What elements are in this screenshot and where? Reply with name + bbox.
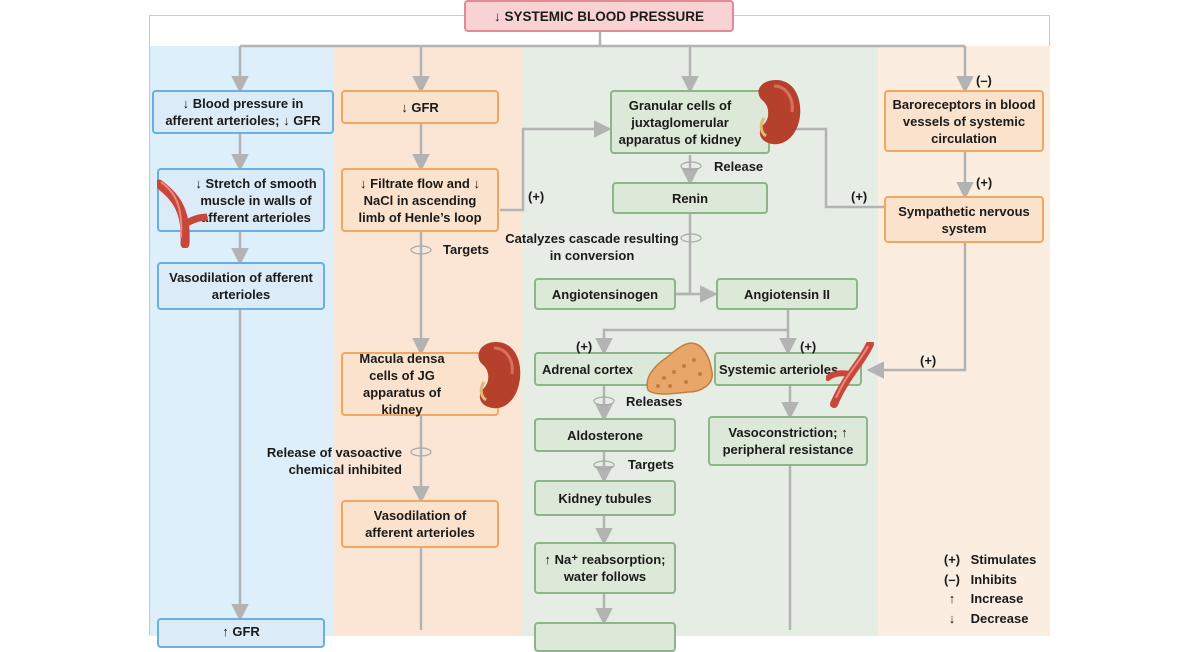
adrenal-gland-icon (646, 342, 713, 395)
legend-text: Inhibits (970, 572, 1017, 587)
stimulates-sign-peach: (+) (528, 189, 545, 204)
stimulates-sign-systemic: (+) (800, 339, 817, 354)
stretch-smooth-muscle-box: ↓ Stretch of smooth muscle in walls of a… (157, 168, 325, 232)
angiotensinogen-box: Angiotensinogen (534, 278, 676, 310)
legend-text: Decrease (970, 611, 1029, 626)
legend-symbol: ↓ (948, 611, 956, 626)
inhibits-sign-baro: (–) (976, 73, 992, 88)
vasodilation-peach-box: Vasodilation of afferent arterioles (341, 500, 499, 548)
angiotensin-ii-box: Angiotensin II (716, 278, 858, 310)
connector-arrows (231, 32, 974, 630)
gfr-decrease-box: ↓ GFR (341, 90, 499, 124)
releases-label: Releases (626, 394, 683, 409)
legend-inhibits: (–) Inhibits (940, 572, 1017, 587)
aldosterone-box: Aldosterone (534, 418, 676, 452)
legend-symbol: (+) (943, 552, 961, 567)
filtrate-flow-box: ↓ Filtrate flow and ↓ NaCl in ascending … (341, 168, 499, 232)
renin-box: Renin (612, 182, 768, 214)
legend-text: Increase (970, 591, 1024, 606)
stimulates-sign-granular: (+) (851, 189, 868, 204)
granular-cells-box: Granular cells of juxtaglomerular appara… (610, 90, 770, 154)
stimulates-sign-sympathetic: (+) (920, 353, 937, 368)
baroreceptors-box: Baroreceptors in blood vessels of system… (884, 90, 1044, 152)
systemic-arteriole-icon (826, 342, 874, 408)
catalyzes-cascade-label: Catalyzes cascade resulting in conversio… (505, 231, 679, 263)
stimulates-sign-adrenal: (+) (576, 339, 593, 354)
kidney-icon (478, 342, 521, 409)
na-reabsorption-box: ↑ Na⁺ reabsorption; water follows (534, 542, 676, 594)
release-inhibited-label: Release of vasoactive chemical inhibited (266, 445, 402, 477)
targets-label-peach: Targets (443, 242, 489, 257)
legend-symbol: ↑ (948, 591, 956, 606)
stimulates-sign-symp: (+) (976, 175, 993, 190)
title-box: ↓ SYSTEMIC BLOOD PRESSURE (464, 0, 734, 32)
release-label: Release (714, 159, 764, 174)
legend-stimulates: (+) Stimulates (940, 552, 1037, 567)
panel-myogenic (150, 46, 334, 636)
gfr-increase-box: ↑ GFR (157, 618, 325, 648)
legend-text: Stimulates (970, 552, 1037, 567)
next-step-box (534, 622, 676, 652)
vasoconstriction-box: Vasoconstriction; ↑ peripheral resistanc… (708, 416, 868, 466)
sympathetic-nervous-system-box: Sympathetic nervous system (884, 196, 1044, 243)
kidney-tubules-box: Kidney tubules (534, 480, 676, 516)
legend-increase: ↑ Increase (940, 591, 1024, 606)
targets-label-green: Targets (628, 457, 674, 472)
vasodilation-blue-box: Vasodilation of afferent arterioles (157, 262, 325, 310)
afferent-arteriole-icon (157, 179, 207, 248)
legend-decrease: ↓ Decrease (940, 611, 1029, 626)
legend-symbol: (–) (944, 572, 960, 587)
systemic-arterioles-box: Systemic arterioles (714, 352, 862, 386)
blood-pressure-afferent-box: ↓ Blood pressure in afferent arterioles;… (152, 90, 334, 134)
kidney-icon-granular (758, 80, 801, 145)
macula-densa-box: Macula densa cells of JG apparatus of ki… (341, 351, 499, 417)
